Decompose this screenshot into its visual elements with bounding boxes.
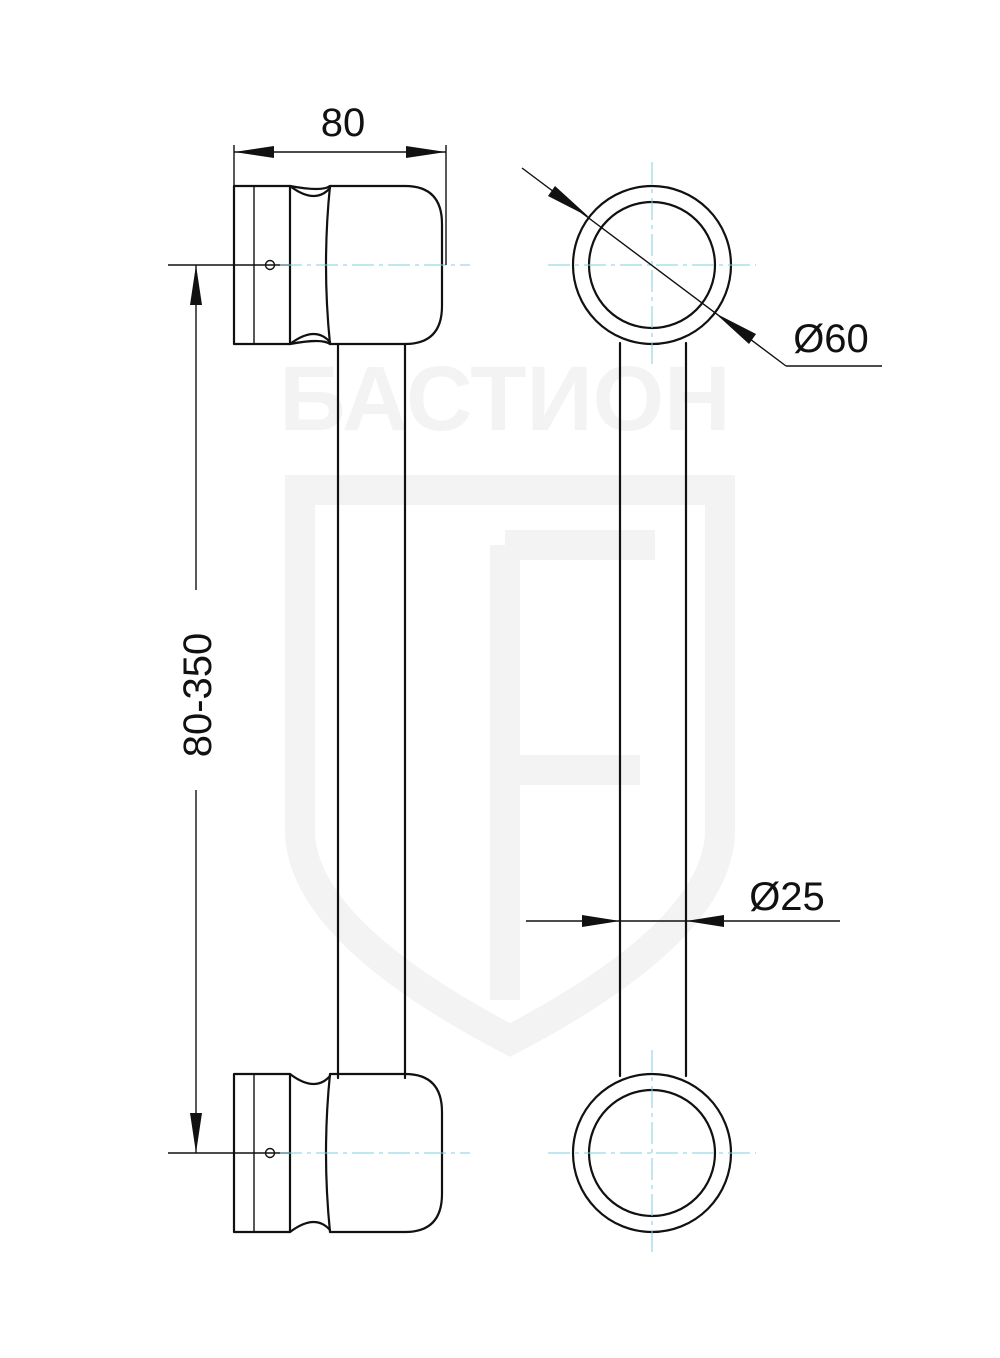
bar-diameter-label: Ø25	[749, 875, 825, 919]
standoff-diameter-label: Ø60	[793, 317, 869, 361]
width-dimension: 80	[233, 101, 447, 265]
front-view	[548, 162, 756, 1256]
height-dimension: 80-350	[168, 264, 234, 1154]
bottom-head	[324, 1072, 444, 1234]
top-neck	[288, 184, 332, 346]
top-screw-hole	[264, 259, 276, 271]
side-view	[232, 184, 470, 1234]
top-head	[324, 184, 444, 346]
center-distance-label: 80-350	[176, 633, 220, 758]
bottom-screw-hole	[264, 1147, 276, 1159]
bottom-neck	[288, 1072, 332, 1234]
watermark: БАСТИОН	[279, 348, 735, 1057]
standoff-diameter-dimension: Ø60	[521, 167, 882, 367]
width-label: 80	[321, 101, 366, 145]
watermark-text: БАСТИОН	[279, 348, 730, 450]
bar-diameter-dimension: Ø25	[526, 875, 840, 927]
